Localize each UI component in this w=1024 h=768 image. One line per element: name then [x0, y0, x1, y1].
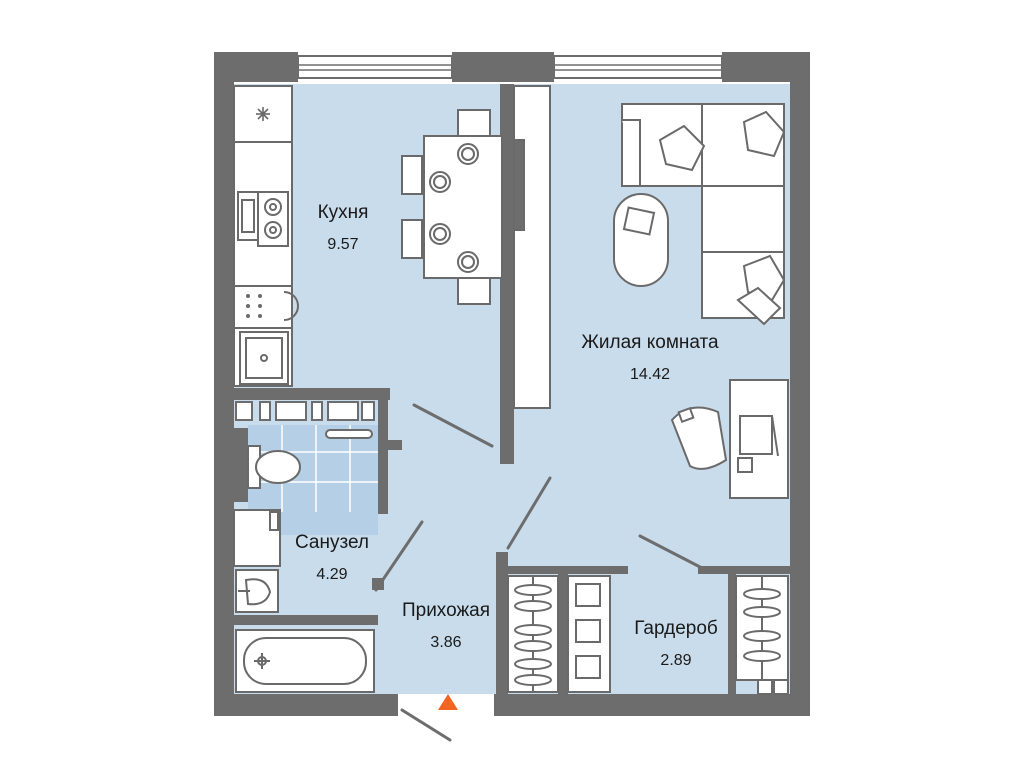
- interior-walls: [234, 84, 790, 694]
- kitchen-area: 9.57: [327, 236, 359, 253]
- wardrobe-area: 2.89: [660, 652, 692, 669]
- hallway-area: 3.86: [430, 634, 462, 651]
- washbasin-icon: [235, 569, 279, 613]
- bathroom-label: Санузел 4.29: [282, 532, 382, 584]
- sink-icon: [239, 331, 289, 385]
- living-room-name: Жилая комната: [581, 332, 719, 353]
- corner-sofa: [621, 103, 785, 319]
- fridge-icon: [256, 107, 270, 121]
- window-living: [553, 55, 723, 79]
- towel-rail: [325, 429, 373, 439]
- bathtub-icon: [235, 629, 375, 693]
- kitchen-label: Кухня 9.57: [303, 202, 383, 254]
- dining-table: [401, 109, 503, 305]
- hall-wardrobe: [507, 575, 559, 693]
- toilet-icon: [247, 445, 301, 489]
- wall-cabinet: [513, 85, 551, 409]
- washing-machine-icon: [233, 509, 281, 567]
- living-room-label: Жилая комната 14.42: [560, 332, 740, 384]
- coffee-table: [613, 193, 669, 287]
- bathroom-name: Санузел: [294, 532, 369, 553]
- doors: [374, 403, 704, 742]
- bathroom-area: 4.29: [316, 566, 348, 583]
- pillow-icons: [658, 110, 786, 326]
- living-room-area: 14.42: [629, 366, 671, 383]
- bathroom-vent-row: [235, 401, 375, 421]
- outer-walls: [214, 52, 810, 716]
- wardrobe-shelving: [567, 575, 789, 695]
- window-kitchen: [297, 55, 453, 79]
- stove-icon: [237, 191, 289, 247]
- hob-icon: [246, 291, 299, 321]
- hallway-name: Прихожая: [401, 600, 491, 621]
- entrance-triangle-icon: [438, 694, 458, 710]
- wardrobe-label: Гардероб 2.89: [618, 618, 734, 670]
- wardrobe-name: Гардероб: [634, 618, 718, 639]
- desk: [670, 379, 789, 499]
- hallway-label: Прихожая 3.86: [388, 600, 504, 652]
- kitchen-name: Кухня: [317, 202, 369, 223]
